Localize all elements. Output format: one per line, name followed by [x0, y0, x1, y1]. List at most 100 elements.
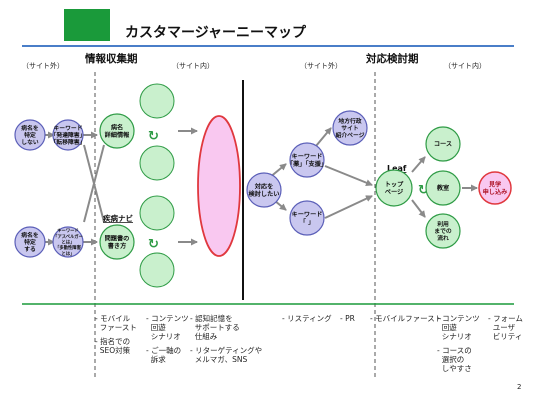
node-label: とは」 [62, 250, 75, 257]
bottom-list-item: 選択の [437, 355, 465, 364]
bottom-list-item: - PR [340, 314, 355, 323]
node-n2: キーワード「発達障害」「転移障害」 [51, 119, 86, 151]
node-label: までの [434, 227, 452, 235]
node-label: 病名を [21, 124, 39, 132]
refresh-icon: ↻ [148, 129, 159, 144]
node-label: 地方行政 [338, 117, 361, 125]
node-n8: キーワード「薬」「支援」 [287, 142, 327, 178]
node-label: 特定 [24, 131, 36, 139]
node-n13: 教室 [425, 170, 461, 206]
bottom-list: - モバイル ファースト- 指名での SEO対策 [95, 314, 137, 355]
node-circle [375, 169, 413, 207]
node-label: トップ [385, 180, 404, 188]
node-circle [425, 213, 461, 249]
node-label: とは」 [62, 239, 75, 246]
node-label: 紹介ページ [336, 131, 365, 139]
node-label: 「多動性障害 [55, 244, 81, 251]
node-label: コース [434, 141, 452, 148]
bottom-list-item: - モバイル [95, 314, 131, 323]
node-label: キーワード [292, 153, 323, 160]
page-title: カスタマージャーニーマップ [125, 25, 307, 41]
node-label: 流れ [437, 234, 449, 242]
node-circle [289, 200, 325, 236]
bottom-list: - フォーム ユーザ ビリティ [488, 314, 523, 341]
bottom-list-item: しやすさ [437, 364, 472, 373]
node-label: 「 」 [300, 218, 315, 226]
bottom-list: - 認知記憶を サポートする 仕組み - リターゲティングや メルマガ、SNS [190, 314, 262, 364]
bottom-list-item: 回遊 [146, 323, 166, 332]
bottom-list-item: サポートする [190, 323, 240, 332]
page-number: 2 [517, 383, 522, 391]
phase-left-2: （サイト外） [300, 61, 342, 70]
bottom-list-item: - コースの [437, 346, 472, 355]
bottom-list: - リスティング [282, 314, 332, 323]
node-label: 「発達障害」 [51, 131, 86, 139]
node-label: 問題書の [105, 234, 130, 242]
node-label: 病名を [21, 231, 39, 239]
bottom-list-item: - コンテンツ [437, 314, 480, 323]
node-label: 「薬」「支援」 [287, 160, 327, 168]
node-label: 見学 [488, 180, 501, 188]
bottom-list-item: - リターゲティングや [190, 346, 263, 355]
node-n9: キーワード「 」 [289, 200, 325, 236]
bottom-list-item: - リスティング [282, 314, 332, 323]
node-label: 詳細情報 [105, 131, 131, 139]
bottom-list-item: SEO対策 [95, 346, 131, 355]
handy-navi-label: 疾病ナビ [103, 213, 133, 223]
bottom-list-item: 訴求 [146, 355, 166, 364]
node-circle [246, 172, 282, 208]
node-label: 「転移障害」 [51, 138, 86, 146]
node-label: 申し込み [483, 188, 509, 196]
node-circle [52, 226, 84, 258]
bottom-list: - PR [340, 314, 355, 323]
bottom-list-item: メルマガ、SNS [190, 355, 248, 364]
bottom-list-item: シナリオ [437, 332, 472, 341]
node-circle [289, 142, 325, 178]
bottom-list-item: - モバイルファースト [370, 314, 443, 323]
node-circle [14, 226, 46, 258]
bottom-list-item: ビリティ [488, 332, 523, 341]
bottom-list-item: - 指名での [95, 337, 131, 346]
logo-block [64, 9, 110, 41]
node-label: 教室 [436, 184, 449, 192]
node-n12: コース [425, 126, 461, 162]
node-label: 利用 [437, 220, 449, 228]
awareness-pool [197, 115, 241, 257]
node-circle [99, 224, 135, 260]
node-circle [99, 113, 135, 149]
phase-name-1: 情報収集期 [85, 52, 138, 65]
bottom-list-item: 回遊 [437, 323, 457, 332]
bottom-list-item: ユーザ [488, 323, 516, 332]
node-label: キーワード [57, 228, 78, 234]
leaf-label: Leaf [387, 164, 407, 173]
node-label: しない [21, 139, 39, 146]
bottom-list-item: 仕組み [190, 332, 218, 341]
phase-name-2: 対応検討期 [365, 52, 419, 65]
node-label: 特定 [24, 238, 36, 246]
node-label: サイト [341, 125, 359, 132]
bottom-list: - モバイルファースト [370, 314, 442, 323]
refresh-icon: ↻ [418, 183, 429, 198]
bottom-list-item: シナリオ [146, 332, 181, 341]
node-label: 検討したい [249, 190, 280, 198]
phase-right-1: （サイト内） [172, 61, 214, 70]
node-label: ページ [385, 189, 404, 196]
placeholder-circles [139, 83, 175, 288]
bottom-list-item: - 認知記憶を [190, 314, 233, 323]
node-circle [478, 171, 512, 205]
node-label: キーワード [292, 211, 323, 218]
bottom-list-item: - コンテンツ [146, 314, 189, 323]
node-circle [425, 126, 461, 162]
